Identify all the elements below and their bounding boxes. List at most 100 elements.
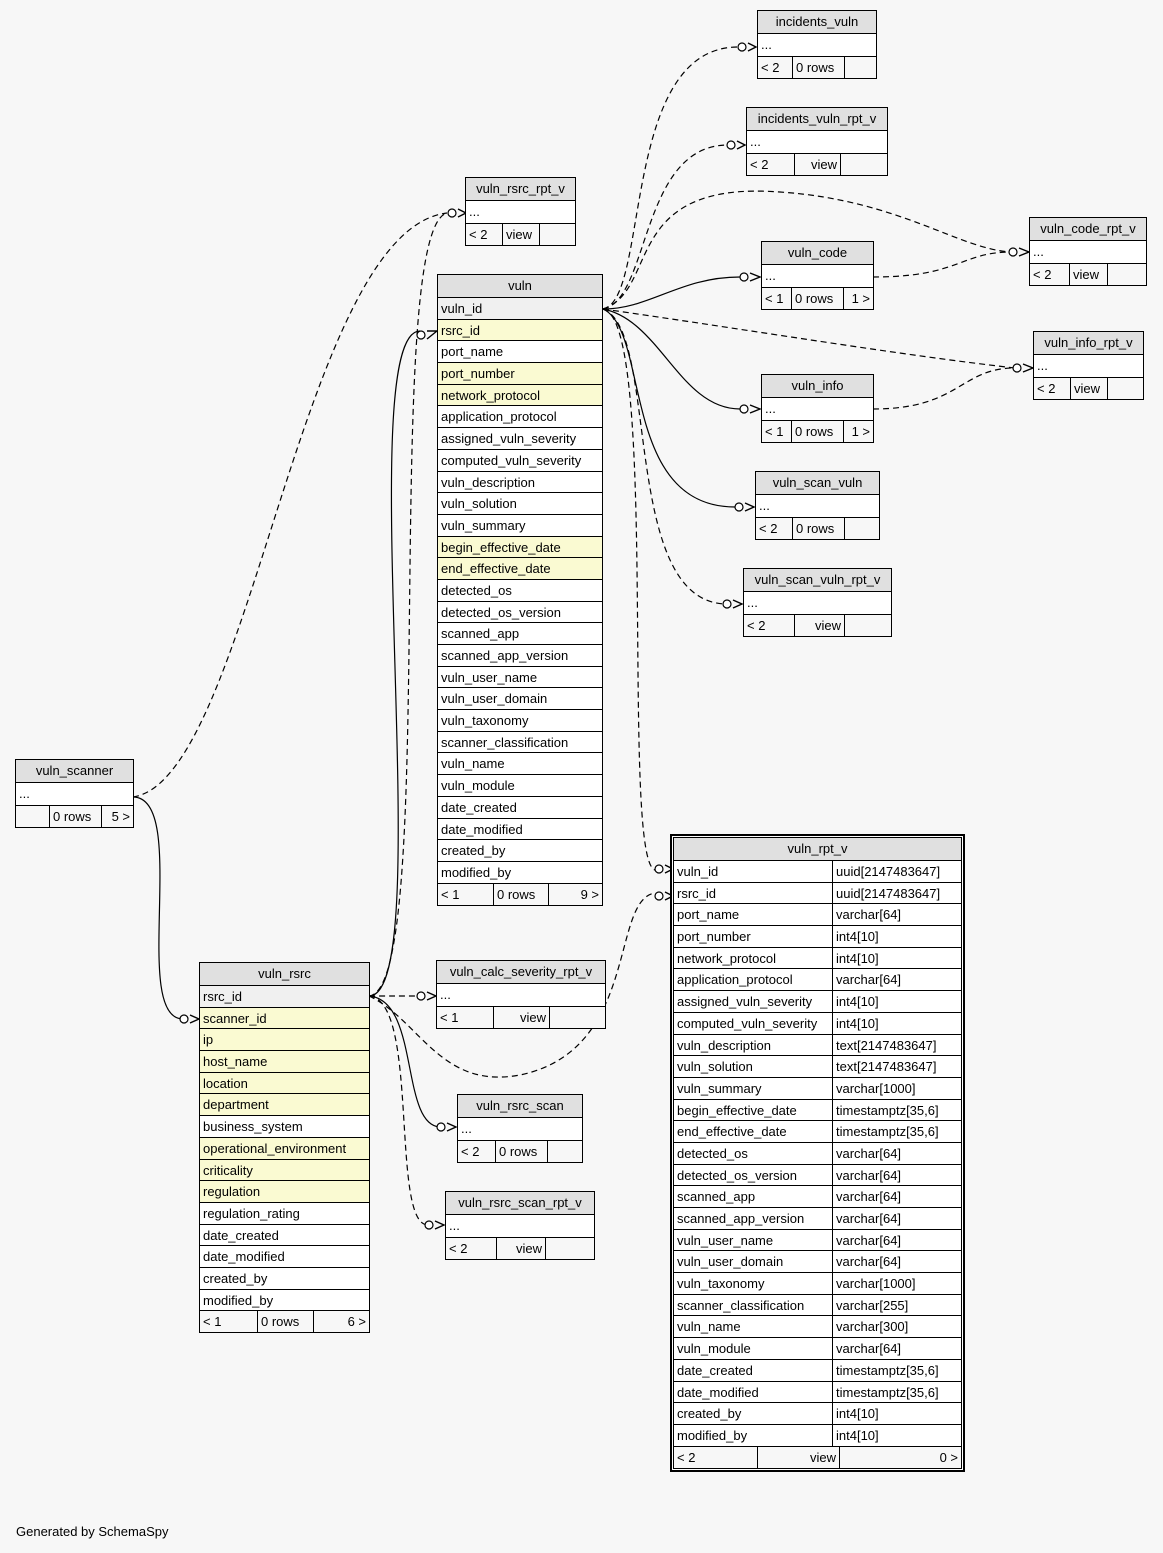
column-row[interactable]: rsrc_id xyxy=(438,319,602,342)
column-row[interactable]: operational_environment xyxy=(200,1137,369,1160)
column-row[interactable]: assigned_vuln_severity xyxy=(438,428,602,450)
table-vuln_info_rpt_v[interactable]: vuln_info_rpt_v ... < 2 view xyxy=(1033,331,1144,400)
table-title[interactable]: vuln_scanner xyxy=(16,760,133,783)
column-row[interactable]: date_created xyxy=(200,1224,369,1247)
column-row[interactable]: business_system xyxy=(200,1116,369,1138)
column-row[interactable]: application_protocol xyxy=(438,406,602,429)
column-row[interactable]: vuln_module xyxy=(438,775,602,797)
column-row[interactable]: vuln_user_name xyxy=(438,666,602,689)
table-vuln_code[interactable]: vuln_code ... < 1 0 rows 1 > xyxy=(761,241,874,310)
column-row[interactable]: created_by xyxy=(200,1267,369,1290)
column-row[interactable]: location xyxy=(200,1072,369,1095)
table-title[interactable]: vuln_rsrc_scan_rpt_v xyxy=(446,1192,594,1215)
table-vuln_rsrc_scan[interactable]: vuln_rsrc_scan ... < 2 0 rows xyxy=(457,1094,583,1163)
column-row[interactable]: scanned_app xyxy=(438,623,602,645)
table-title[interactable]: vuln_code_rpt_v xyxy=(1030,218,1146,241)
column-row[interactable]: vuln_description xyxy=(438,471,602,494)
column-row[interactable]: department xyxy=(200,1094,369,1117)
table-title[interactable]: vuln_info_rpt_v xyxy=(1034,332,1143,355)
column-row[interactable]: scanner_classification xyxy=(438,731,602,754)
column-row[interactable]: modified_by xyxy=(438,861,602,884)
table-title[interactable]: vuln_scan_vuln_rpt_v xyxy=(744,569,891,592)
column-row[interactable]: detected_os_version xyxy=(438,601,602,624)
column-row[interactable]: created_by xyxy=(438,840,602,862)
table-vuln_rsrc_scan_rpt_v[interactable]: vuln_rsrc_scan_rpt_v ... < 2 view xyxy=(445,1191,595,1260)
table-title[interactable]: vuln_rpt_v xyxy=(674,838,961,861)
table-vuln_scan_vuln_rpt_v[interactable]: vuln_scan_vuln_rpt_v ... < 2 view xyxy=(743,568,892,637)
column-row[interactable]: computed_vuln_severity xyxy=(438,449,602,472)
column-row[interactable]: regulation_rating xyxy=(200,1202,369,1225)
column-row[interactable]: date_created xyxy=(438,796,602,819)
column-row[interactable]: port_name xyxy=(438,341,602,364)
table-vuln_calc_severity_rpt_v[interactable]: vuln_calc_severity_rpt_v ... < 1 view xyxy=(436,960,606,1029)
table-incidents_vuln_rpt_v[interactable]: incidents_vuln_rpt_v ... < 2 view xyxy=(746,107,888,176)
table-title[interactable]: vuln_rsrc_scan xyxy=(458,1095,582,1118)
column-row[interactable]: end_effective_date xyxy=(438,558,602,580)
table-title[interactable]: vuln_calc_severity_rpt_v xyxy=(437,961,605,984)
table-title[interactable]: incidents_vuln xyxy=(758,11,876,34)
column-row[interactable]: vuln_name xyxy=(438,753,602,776)
column-row[interactable]: modified_by xyxy=(200,1289,369,1312)
table-title[interactable]: vuln_rsrc_rpt_v xyxy=(466,178,575,201)
column-row[interactable]: vuln_id xyxy=(438,298,602,320)
column-row[interactable]: port_number xyxy=(438,363,602,385)
table-title[interactable]: vuln_code xyxy=(762,242,873,265)
column-row[interactable]: date_modified xyxy=(438,818,602,841)
column-row[interactable]: vuln_user_domain xyxy=(438,688,602,711)
column-row[interactable]: scanner_id xyxy=(200,1007,369,1030)
table-vuln_scanner[interactable]: vuln_scanner ... 0 rows 5 > xyxy=(15,759,134,828)
table-title[interactable]: vuln_info xyxy=(762,375,873,398)
column-row[interactable]: host_name xyxy=(200,1051,369,1073)
table-title[interactable]: vuln_scan_vuln xyxy=(756,472,879,495)
column-row[interactable]: criticality xyxy=(200,1159,369,1182)
column-row[interactable]: regulation xyxy=(200,1181,369,1203)
table-title[interactable]: vuln_rsrc xyxy=(200,963,369,986)
column-row[interactable]: scanned_app_version xyxy=(438,645,602,667)
column-row[interactable]: rsrc_id xyxy=(200,986,369,1008)
column-row[interactable]: date_modified xyxy=(200,1246,369,1268)
column-row[interactable]: ip xyxy=(200,1029,369,1052)
table-vuln_info[interactable]: vuln_info ... < 1 0 rows 1 > xyxy=(761,374,874,443)
column-row[interactable]: network_protocol xyxy=(438,384,602,407)
column-row[interactable]: detected_os xyxy=(438,579,602,602)
column-row[interactable]: vuln_taxonomy xyxy=(438,710,602,732)
column-row[interactable]: begin_effective_date xyxy=(438,536,602,559)
table-vuln_code_rpt_v[interactable]: vuln_code_rpt_v ... < 2 view xyxy=(1029,217,1147,286)
column-row[interactable]: vuln_summary xyxy=(438,514,602,537)
table-title[interactable]: vuln xyxy=(438,275,602,298)
table-vuln_scan_vuln[interactable]: vuln_scan_vuln ... < 2 0 rows xyxy=(755,471,880,540)
table-title[interactable]: incidents_vuln_rpt_v xyxy=(747,108,887,131)
table-incidents_vuln[interactable]: incidents_vuln ... < 2 0 rows xyxy=(757,10,877,79)
table-vuln_rsrc_rpt_v[interactable]: vuln_rsrc_rpt_v ... < 2 view xyxy=(465,177,576,246)
